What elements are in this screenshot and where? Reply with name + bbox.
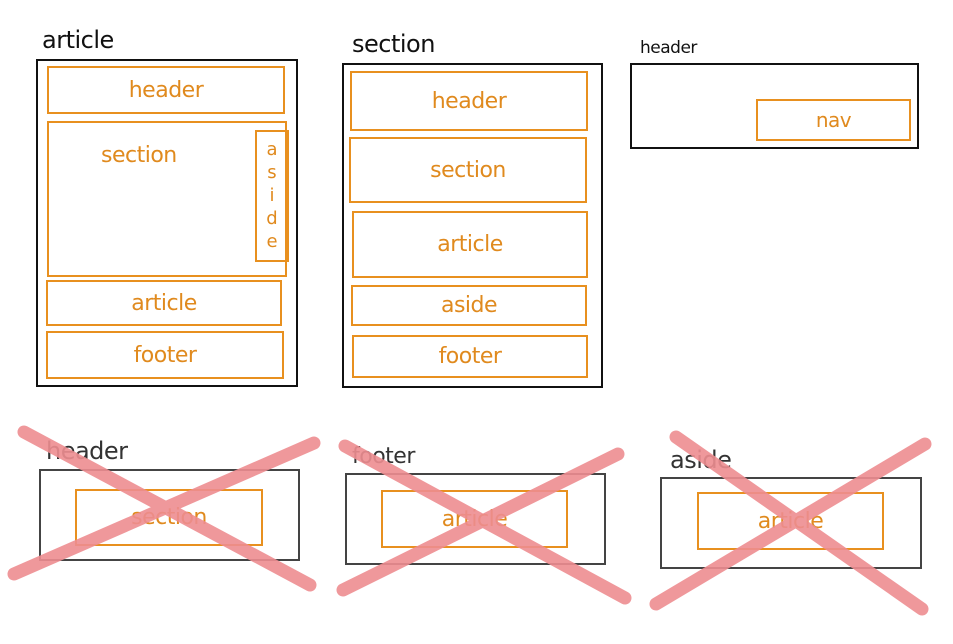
article-section-label: section xyxy=(101,143,177,168)
section-article-box: article xyxy=(352,211,588,278)
bad-aside-article-box: article xyxy=(697,492,884,550)
article-container xyxy=(36,59,298,387)
article-footer-box: footer xyxy=(46,331,284,379)
section-article-label: article xyxy=(437,232,503,257)
article-section-box: section xyxy=(47,121,287,277)
section-aside-label: aside xyxy=(440,293,498,318)
section-footer-label: footer xyxy=(438,344,502,369)
header-nav-box: nav xyxy=(756,99,911,141)
header-diagram-title: header xyxy=(640,38,697,58)
article-footer-label: footer xyxy=(133,342,197,368)
bad-footer-title: footer xyxy=(352,444,415,469)
article-header-box: header xyxy=(47,66,285,114)
bad-aside-title: aside xyxy=(670,446,732,474)
article-header-label: header xyxy=(128,77,204,103)
article-aside-label: aside xyxy=(261,138,283,254)
section-header-box: header xyxy=(350,71,588,131)
section-section-label: section xyxy=(430,157,506,183)
article-diagram-title: article xyxy=(42,26,114,54)
bad-header-section-label: section xyxy=(131,505,207,530)
section-diagram-title: section xyxy=(352,30,435,58)
section-aside-box: aside xyxy=(351,285,587,326)
article-aside-box: aside xyxy=(255,130,289,262)
bad-header-title: header xyxy=(46,437,128,465)
section-section-box: section xyxy=(349,137,587,203)
section-container xyxy=(342,63,603,388)
section-header-label: header xyxy=(431,88,507,114)
bad-footer-article-label: article xyxy=(441,506,508,532)
article-article-box: article xyxy=(46,280,282,326)
section-footer-box: footer xyxy=(352,335,588,378)
header-container xyxy=(630,63,919,149)
bad-footer-article-box: article xyxy=(381,490,568,548)
header-nav-label: nav xyxy=(815,108,852,132)
bad-header-section-box: section xyxy=(75,489,263,546)
article-article-label: article xyxy=(131,290,197,316)
bad-aside-article-label: article xyxy=(757,508,824,534)
